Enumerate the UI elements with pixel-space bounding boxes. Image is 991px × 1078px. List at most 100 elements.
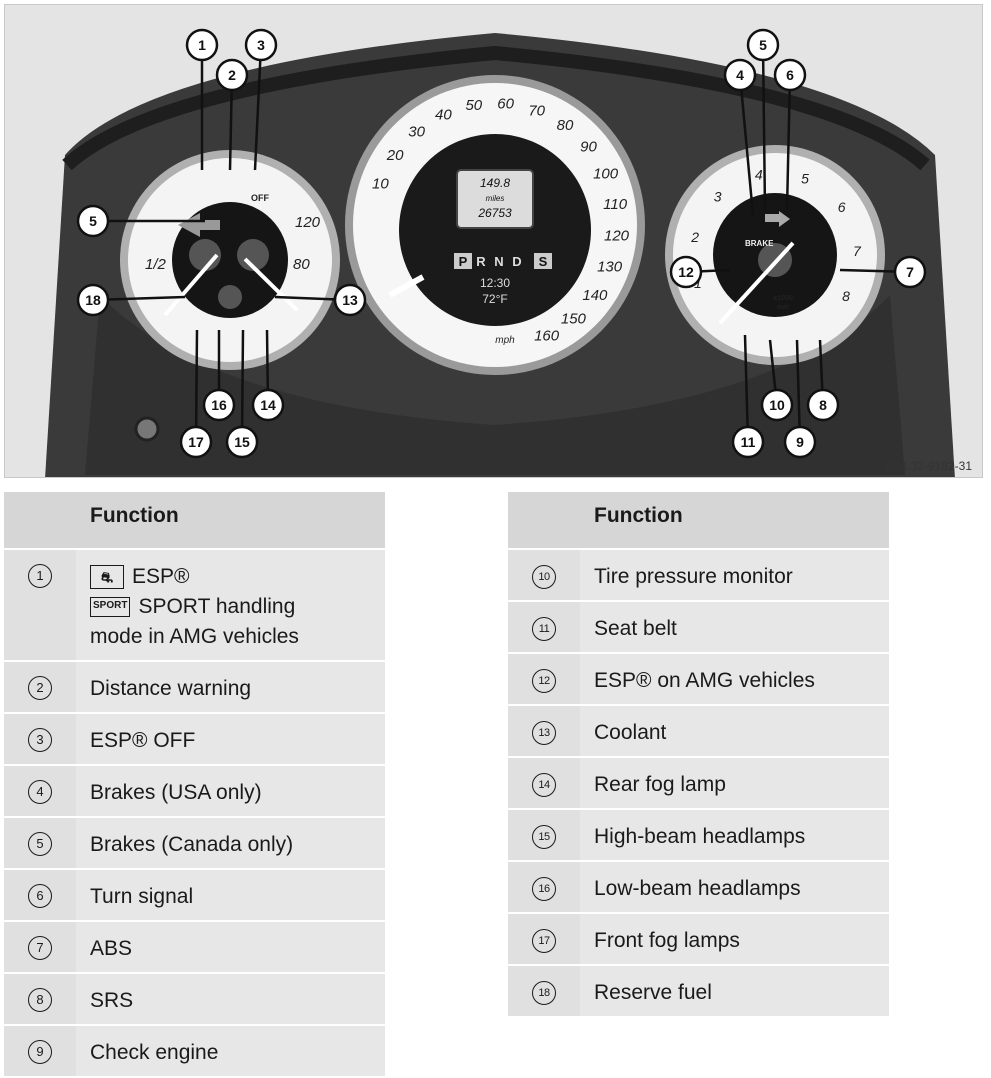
- speed-tick-label: 80: [557, 117, 574, 134]
- callout-number: 10: [769, 397, 785, 413]
- callout-number: 17: [188, 434, 204, 450]
- row-label: SPORT handling: [138, 595, 296, 618]
- callout-number: 9: [796, 434, 804, 450]
- esp-icon: ⛐: [90, 565, 124, 590]
- speed-tick-label: 70: [528, 102, 545, 119]
- speed-tick-label: 110: [603, 196, 628, 213]
- speedometer: 149.8 miles 26753 P R N D S 12:30 72°F m…: [345, 75, 645, 375]
- row-label: SRS: [76, 973, 385, 1026]
- brake-label: BRAKE: [745, 239, 774, 248]
- gear-letter: P: [459, 254, 468, 269]
- callout-number: 9: [28, 1040, 52, 1064]
- callout-circle: [773, 58, 807, 92]
- callout-circle: [731, 425, 765, 459]
- tach-tick-label: 5: [801, 171, 809, 187]
- speed-tick-label: 20: [386, 147, 404, 164]
- row-label: Front fog lamps: [580, 913, 889, 966]
- speed-unit: mph: [495, 335, 515, 346]
- tach-unit-top: x1000: [772, 295, 793, 302]
- callout-number: 8: [28, 988, 52, 1012]
- callout-number: 4: [28, 780, 52, 804]
- callout-number: 8: [819, 397, 827, 413]
- clock: 12:30: [480, 276, 510, 290]
- callout-leader-line: [785, 74, 792, 211]
- callout-number: 16: [532, 877, 556, 901]
- callout-leader-line: [795, 339, 802, 443]
- callout-circle: [333, 283, 367, 317]
- table-header-function: Function: [580, 492, 889, 550]
- callout-number: 15: [234, 434, 250, 450]
- instrument-cluster-illustration: 120 80 1/2 OFF 149.8 miles 26753 P R N: [4, 4, 983, 478]
- callout-circle: [215, 58, 249, 92]
- callout-number: 13: [532, 721, 556, 745]
- callout-number: 1: [28, 564, 52, 588]
- speed-tick-label: 60: [497, 96, 514, 113]
- speed-tick-label: 40: [435, 106, 452, 123]
- callout-number: 1: [198, 37, 206, 53]
- callout-number: 6: [786, 67, 794, 83]
- callout-leader-line: [240, 329, 245, 443]
- table-row: 9 Check engine: [4, 1025, 385, 1078]
- esp-off-label: OFF: [251, 193, 269, 203]
- callout-number: 7: [906, 264, 914, 280]
- callout-number: 5: [759, 37, 767, 53]
- row-label: Brakes (USA only): [76, 765, 385, 818]
- gear-letter: D: [512, 254, 521, 269]
- speed-tick-label: 10: [372, 175, 389, 192]
- callout-circle: [723, 58, 757, 92]
- callout-number: 18: [85, 292, 101, 308]
- left-gauge-tick: 1/2: [145, 256, 167, 273]
- row-label: High-beam headlamps: [580, 809, 889, 862]
- callout-number: 16: [211, 397, 227, 413]
- gear-letter: S: [539, 254, 548, 269]
- callout-circle: [185, 28, 219, 62]
- speed-tick-label: 50: [465, 97, 482, 114]
- callout-number: 6: [28, 884, 52, 908]
- callout-leader-line: [253, 44, 263, 171]
- row-label: Distance warning: [76, 661, 385, 714]
- row-label: Rear fog lamp: [580, 757, 889, 810]
- callout-number: 11: [741, 434, 756, 450]
- callout-number: 3: [28, 728, 52, 752]
- row-label: mode in AMG vehicles: [90, 625, 299, 648]
- callout-number: 4: [736, 67, 744, 83]
- callout-circle: [76, 283, 110, 317]
- table-header-number: [508, 492, 580, 550]
- callout-circle: [746, 28, 780, 62]
- callout-number: 14: [532, 773, 556, 797]
- speed-tick-label: 140: [582, 287, 608, 304]
- callout-circle: [179, 425, 213, 459]
- callout-circle: [806, 388, 840, 422]
- callout-circle: [202, 388, 236, 422]
- callout-leader-line: [194, 329, 199, 443]
- speed-tick-label: 150: [561, 311, 587, 328]
- callout-number: 11: [532, 617, 556, 641]
- speed-tick-label: 100: [593, 165, 619, 182]
- callout-leader-line: [761, 44, 767, 211]
- left-gauge-tick: 80: [293, 256, 310, 273]
- gear-letter: N: [494, 254, 503, 269]
- callout-circle: [76, 204, 110, 238]
- row-label: Check engine: [76, 1025, 385, 1078]
- speed-tick-label: 120: [604, 228, 630, 245]
- speed-tick-label: 130: [597, 259, 623, 276]
- callout-number: 10: [532, 565, 556, 589]
- table-header-function: Function: [76, 492, 385, 550]
- odometer-value: 26753: [477, 206, 512, 220]
- row-label: Reserve fuel: [580, 965, 889, 1018]
- callout-number: 17: [532, 929, 556, 953]
- gear-letter: R: [476, 254, 486, 269]
- callout-circle: [669, 255, 703, 289]
- callout-number: 14: [260, 397, 276, 413]
- callout-number: 12: [532, 669, 556, 693]
- callout-number: 2: [228, 67, 236, 83]
